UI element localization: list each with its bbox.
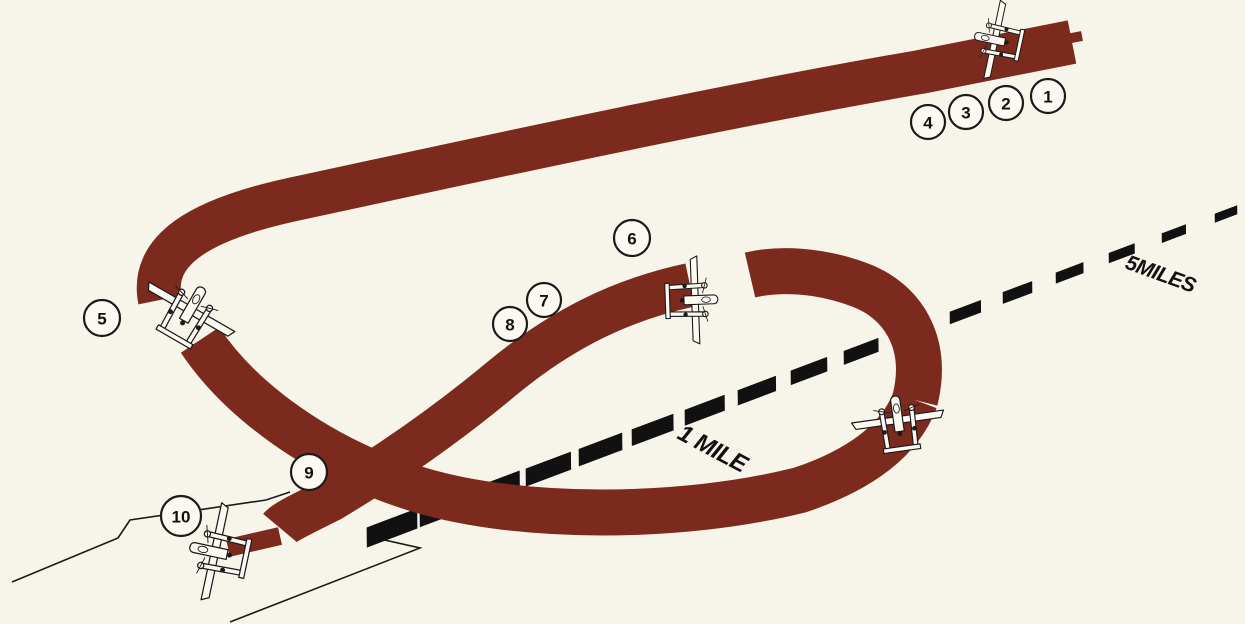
position-marker-label: 7 [539,292,548,311]
flight-path-downwind-leg [159,42,1072,300]
distance-dash [1003,281,1033,304]
position-marker-4: 4 [911,105,945,139]
position-marker-label: 8 [505,316,514,335]
distance-dash [632,414,674,446]
position-marker-label: 10 [172,508,191,527]
distance-dash [791,357,828,385]
one-mile-label: 1 MILE [673,419,753,478]
distance-dash [1056,262,1084,283]
position-marker-5: 5 [84,300,120,336]
position-marker-label: 9 [304,464,313,483]
distance-dash [844,338,879,365]
five-miles-label: 5MILES [1122,251,1199,298]
position-marker-2: 2 [989,86,1023,120]
position-marker-label: 3 [961,104,970,123]
position-marker-10: 10 [161,496,201,536]
position-marker-label: 5 [97,310,106,329]
position-marker-label: 1 [1043,88,1052,107]
distance-dash [1162,224,1186,243]
position-marker-9: 9 [291,454,327,490]
position-marker-label: 6 [627,230,636,249]
position-marker-label: 2 [1001,95,1010,114]
position-marker-6: 6 [614,220,650,256]
distance-dash [526,452,571,487]
position-marker-1: 1 [1031,79,1065,113]
distance-dash [738,376,776,406]
distance-dash [579,433,623,467]
distance-dash [950,300,981,324]
position-marker-7: 7 [527,283,561,317]
position-marker-8: 8 [493,307,527,341]
distance-dash [1215,205,1238,222]
position-marker-3: 3 [949,95,983,129]
position-marker-label: 4 [923,114,933,133]
